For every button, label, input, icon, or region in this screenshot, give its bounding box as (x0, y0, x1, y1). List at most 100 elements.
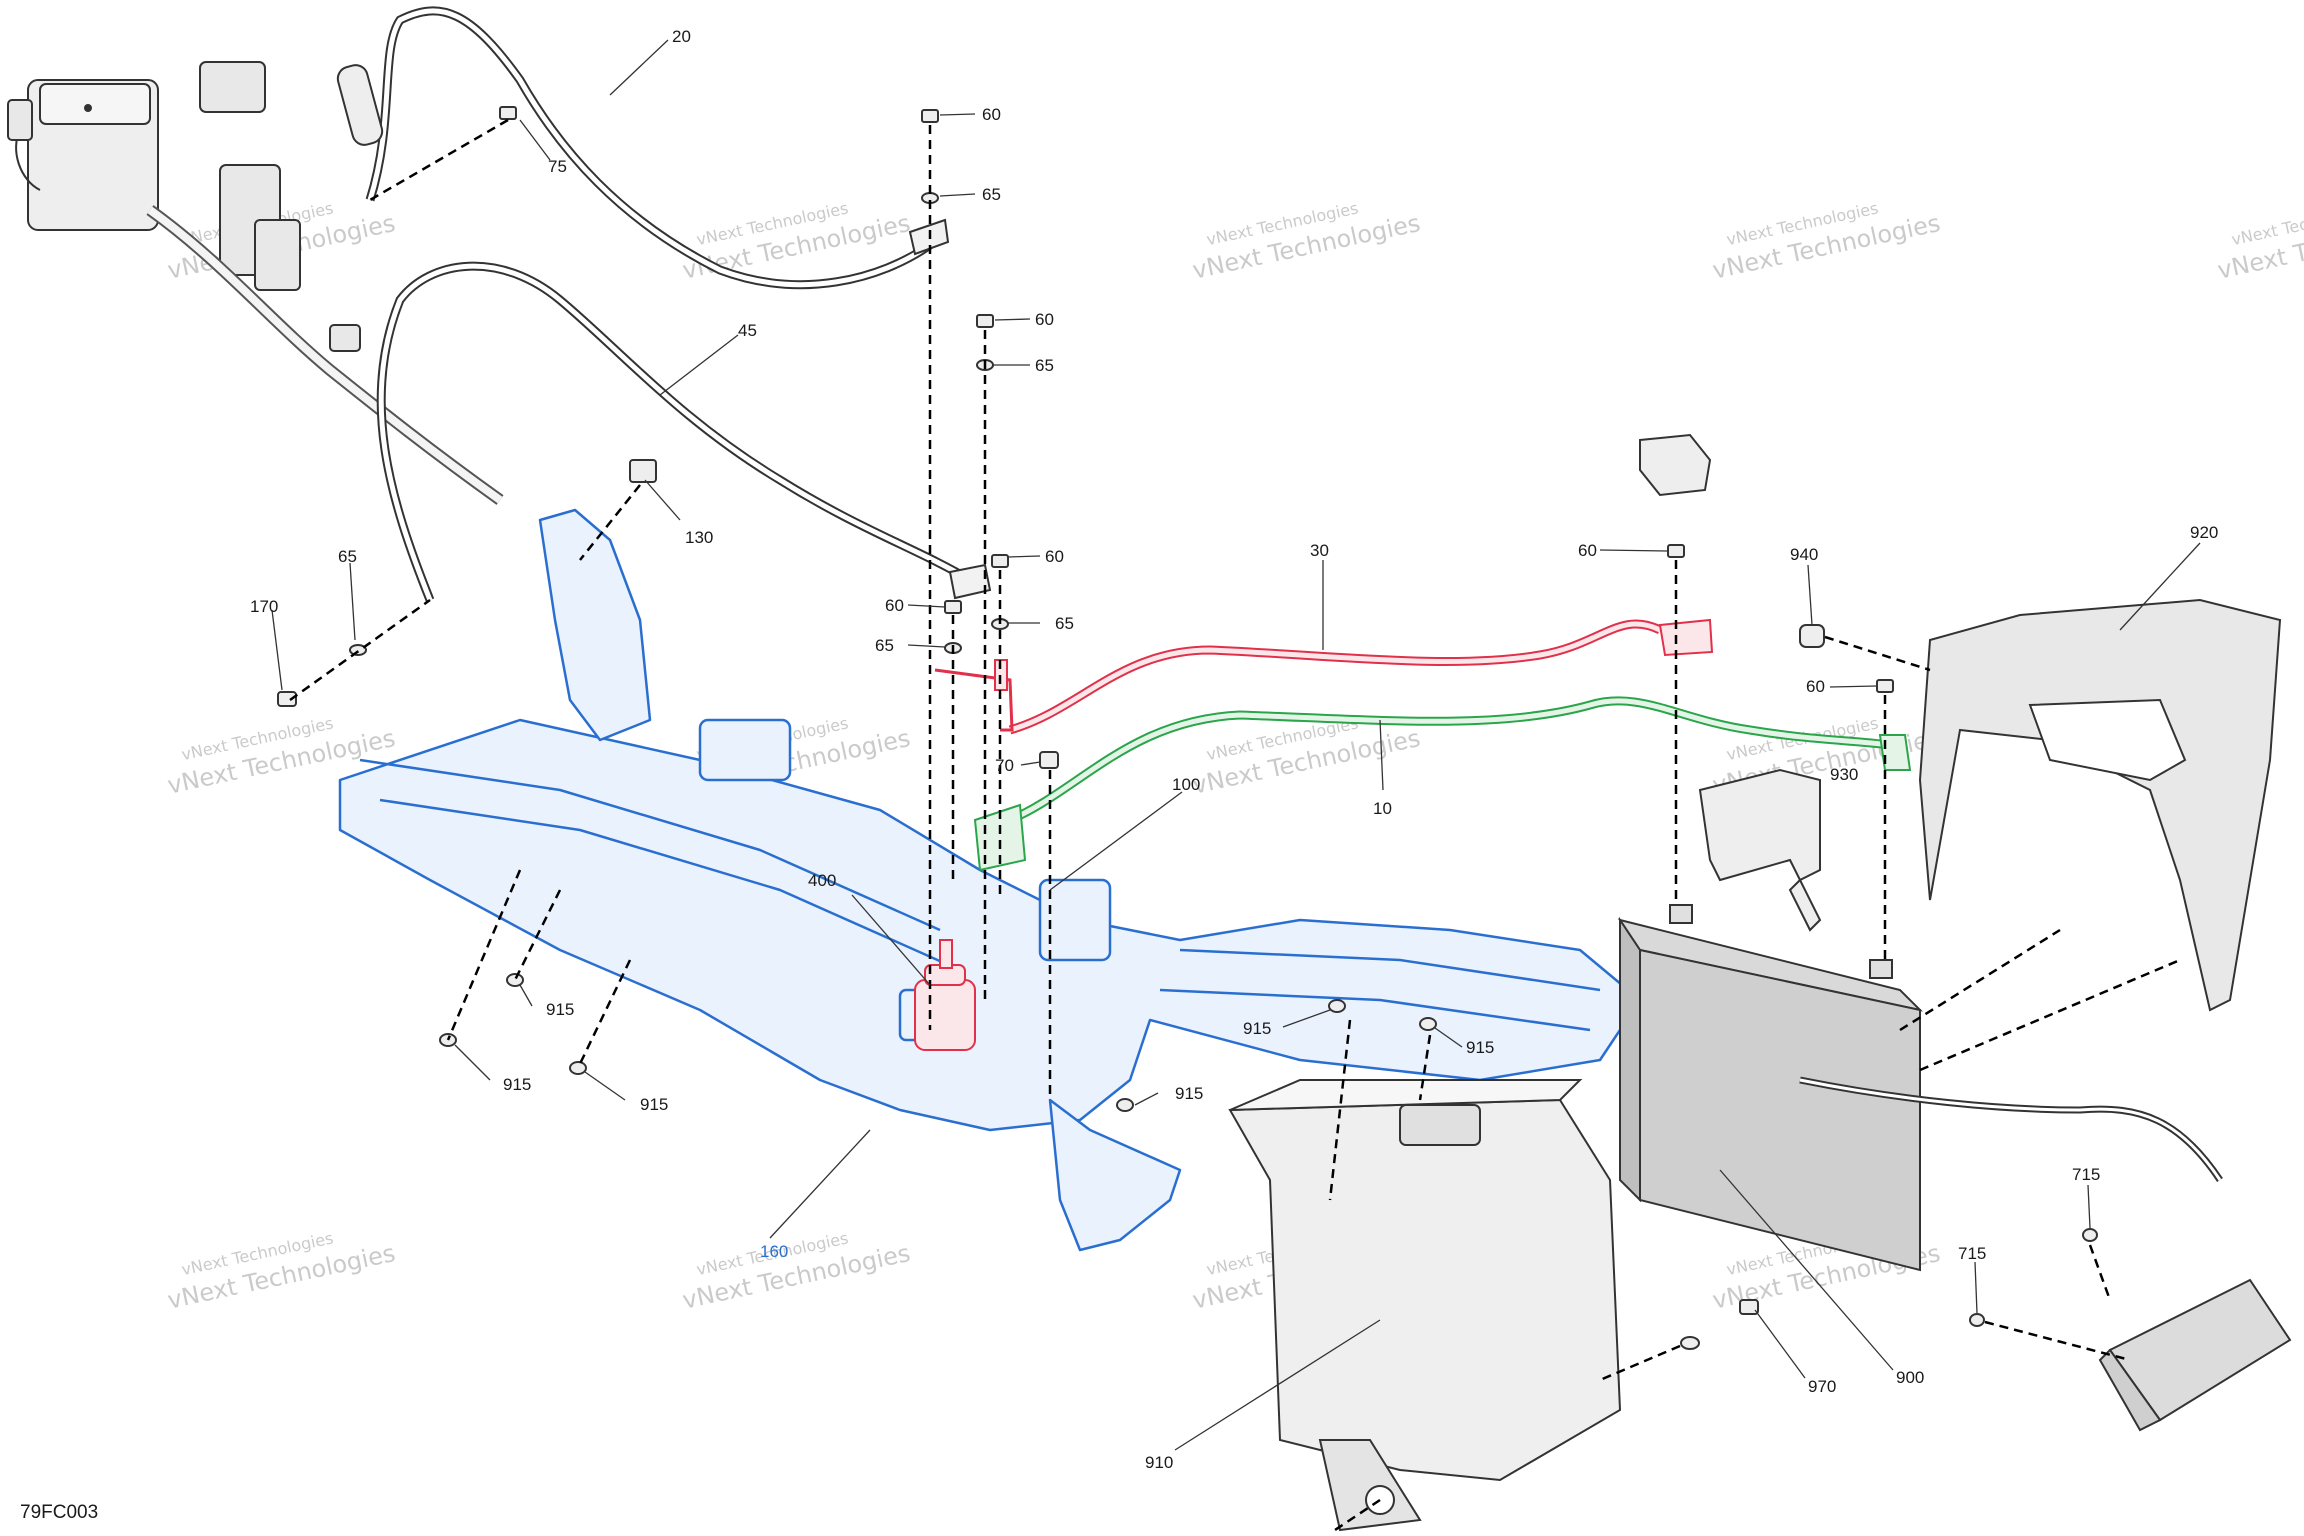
callout-65: 65 (1055, 614, 1074, 633)
nut-60 (944, 600, 962, 614)
frame-rail (359, 758, 941, 932)
nut-60 (1876, 679, 1894, 693)
callout-20: 20 (672, 27, 691, 46)
leader-line (2087, 1184, 2091, 1229)
callout-60: 60 (885, 596, 904, 615)
bolt-170 (277, 691, 297, 707)
leader-line (769, 1129, 871, 1239)
assembly-line (1328, 1019, 1352, 1201)
nut-60 (921, 109, 939, 123)
assembly-line (1824, 635, 1931, 672)
push-pin-915 (569, 1061, 587, 1075)
callout-170: 170 (250, 597, 278, 616)
assembly-line (1418, 1034, 1432, 1101)
negative-cable-10-inner (1009, 698, 1891, 823)
callout-930: 930 (1830, 765, 1858, 784)
nut-715 (2082, 1228, 2098, 1242)
harness-connector (329, 324, 361, 352)
callout-60: 60 (982, 105, 1001, 124)
leader-line (519, 984, 533, 1007)
assembly-line (369, 118, 509, 202)
positive-cable-30-bracket (934, 668, 1014, 732)
leader-line (1719, 1169, 1894, 1371)
battery-cover-920 (1918, 598, 2282, 1012)
tray-body (1228, 1098, 1622, 1482)
callout-910: 910 (1145, 1453, 1173, 1472)
fuse-box-lid (39, 83, 151, 125)
leader-line (349, 562, 356, 641)
cable-20 (336, 6, 950, 290)
leader-line (1974, 1261, 1978, 1314)
tray-lip (1229, 1079, 1583, 1111)
cable-45 (376, 261, 992, 602)
callout-65: 65 (338, 547, 357, 566)
tray-connector (1399, 1104, 1481, 1146)
frame-main-body (338, 718, 1642, 1132)
grommet-940 (1799, 624, 1825, 648)
callout-915: 915 (546, 1000, 574, 1019)
light-harness-inner (1799, 1078, 2222, 1181)
bolt-70 (1039, 751, 1059, 769)
frame-rail (379, 798, 961, 972)
watermark: vNext Technologies vNext Technologies (1190, 198, 1423, 284)
leader-line (519, 119, 551, 161)
nut-75 (499, 106, 517, 120)
cable-45-body-inner (378, 263, 972, 601)
callout-10: 10 (1373, 799, 1392, 818)
cable-45-lug (948, 563, 992, 600)
frame-upright (538, 508, 652, 742)
nut-60 (1667, 544, 1685, 558)
battery-support-frame-160 (338, 508, 1642, 1252)
callout-60: 60 (1045, 547, 1064, 566)
watermark: vNext Technologies vNext Technologies (1710, 198, 1943, 284)
frame-rail (1179, 948, 1601, 992)
leader-line (659, 334, 739, 396)
solenoid-terminal (939, 939, 953, 969)
washer-970 (1680, 1336, 1700, 1350)
callout-130: 130 (685, 528, 713, 547)
callout-65: 65 (982, 185, 1001, 204)
leader-line (939, 193, 976, 197)
leader-line (1599, 549, 1669, 552)
leader-line (1007, 555, 1041, 558)
callout-900: 900 (1896, 1368, 1924, 1387)
assembly-line (1919, 958, 2181, 1072)
callout-920: 920 (2190, 523, 2218, 542)
strap-rod (1788, 878, 1822, 932)
callout-60: 60 (1578, 541, 1597, 560)
callout-60: 60 (1035, 310, 1054, 329)
push-pin-915 (1419, 1017, 1437, 1031)
cable-20-body-inner (367, 8, 932, 288)
leader-line (271, 609, 283, 691)
assembly-line (1899, 928, 2061, 1032)
battery-side (1619, 916, 1641, 1203)
callout-400: 400 (808, 871, 836, 890)
assembly-line (446, 869, 522, 1041)
leader-line (939, 113, 976, 116)
frame-bracket (698, 718, 792, 782)
leader-line (1434, 1027, 1463, 1048)
nut-60 (976, 314, 994, 328)
callout-60: 60 (1806, 677, 1825, 696)
leader-line (2119, 542, 2201, 631)
clip-130 (629, 459, 657, 483)
leader-line (609, 39, 669, 96)
callout-45: 45 (738, 321, 757, 340)
cable-45-body (376, 261, 973, 602)
positive-cable-30-lug-battery (1658, 618, 1714, 657)
tail-light-assembly (1799, 1076, 2292, 1432)
leader-line (1049, 791, 1183, 891)
leader-line (584, 1071, 626, 1101)
negative-cable-10-lug (1878, 734, 1912, 771)
leader-line (994, 318, 1031, 321)
frame-rail (1159, 988, 1591, 1032)
tray-arm (1318, 1439, 1422, 1532)
callout-65: 65 (1035, 356, 1054, 375)
negative-cable-10 (973, 696, 1912, 872)
callout-915: 915 (640, 1095, 668, 1114)
assembly-line (1984, 1320, 2131, 1362)
leader-line (851, 894, 931, 986)
leader-line (644, 479, 681, 521)
battery-terminal-positive (1669, 904, 1693, 924)
callout-65: 65 (875, 636, 894, 655)
